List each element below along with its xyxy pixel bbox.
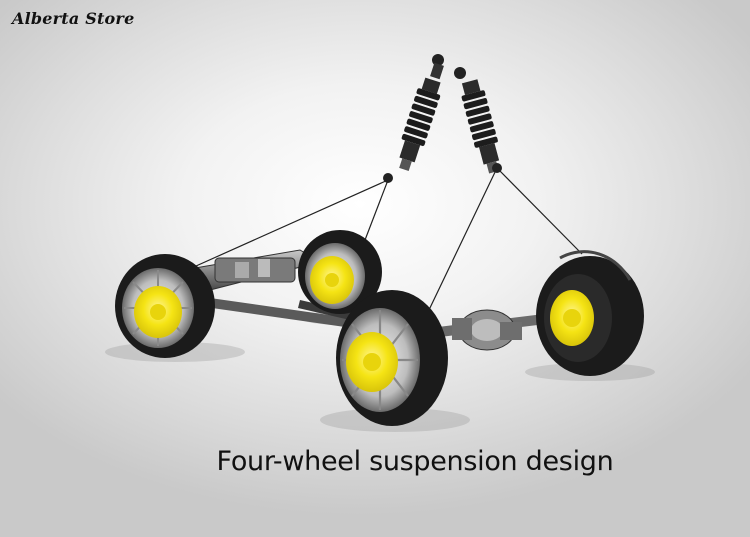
leader-lines — [195, 167, 583, 313]
caption-text: Four-wheel suspension design — [216, 446, 614, 477]
wheel-front-right — [536, 250, 644, 376]
shock-absorber-right — [454, 67, 502, 174]
shock-absorber-left — [383, 54, 444, 183]
wheel-front-left — [336, 290, 448, 426]
wheel-rear-left — [115, 254, 215, 358]
wheel-rear-right — [298, 230, 382, 314]
differential — [452, 309, 522, 351]
store-watermark: Alberta Store — [12, 9, 135, 28]
